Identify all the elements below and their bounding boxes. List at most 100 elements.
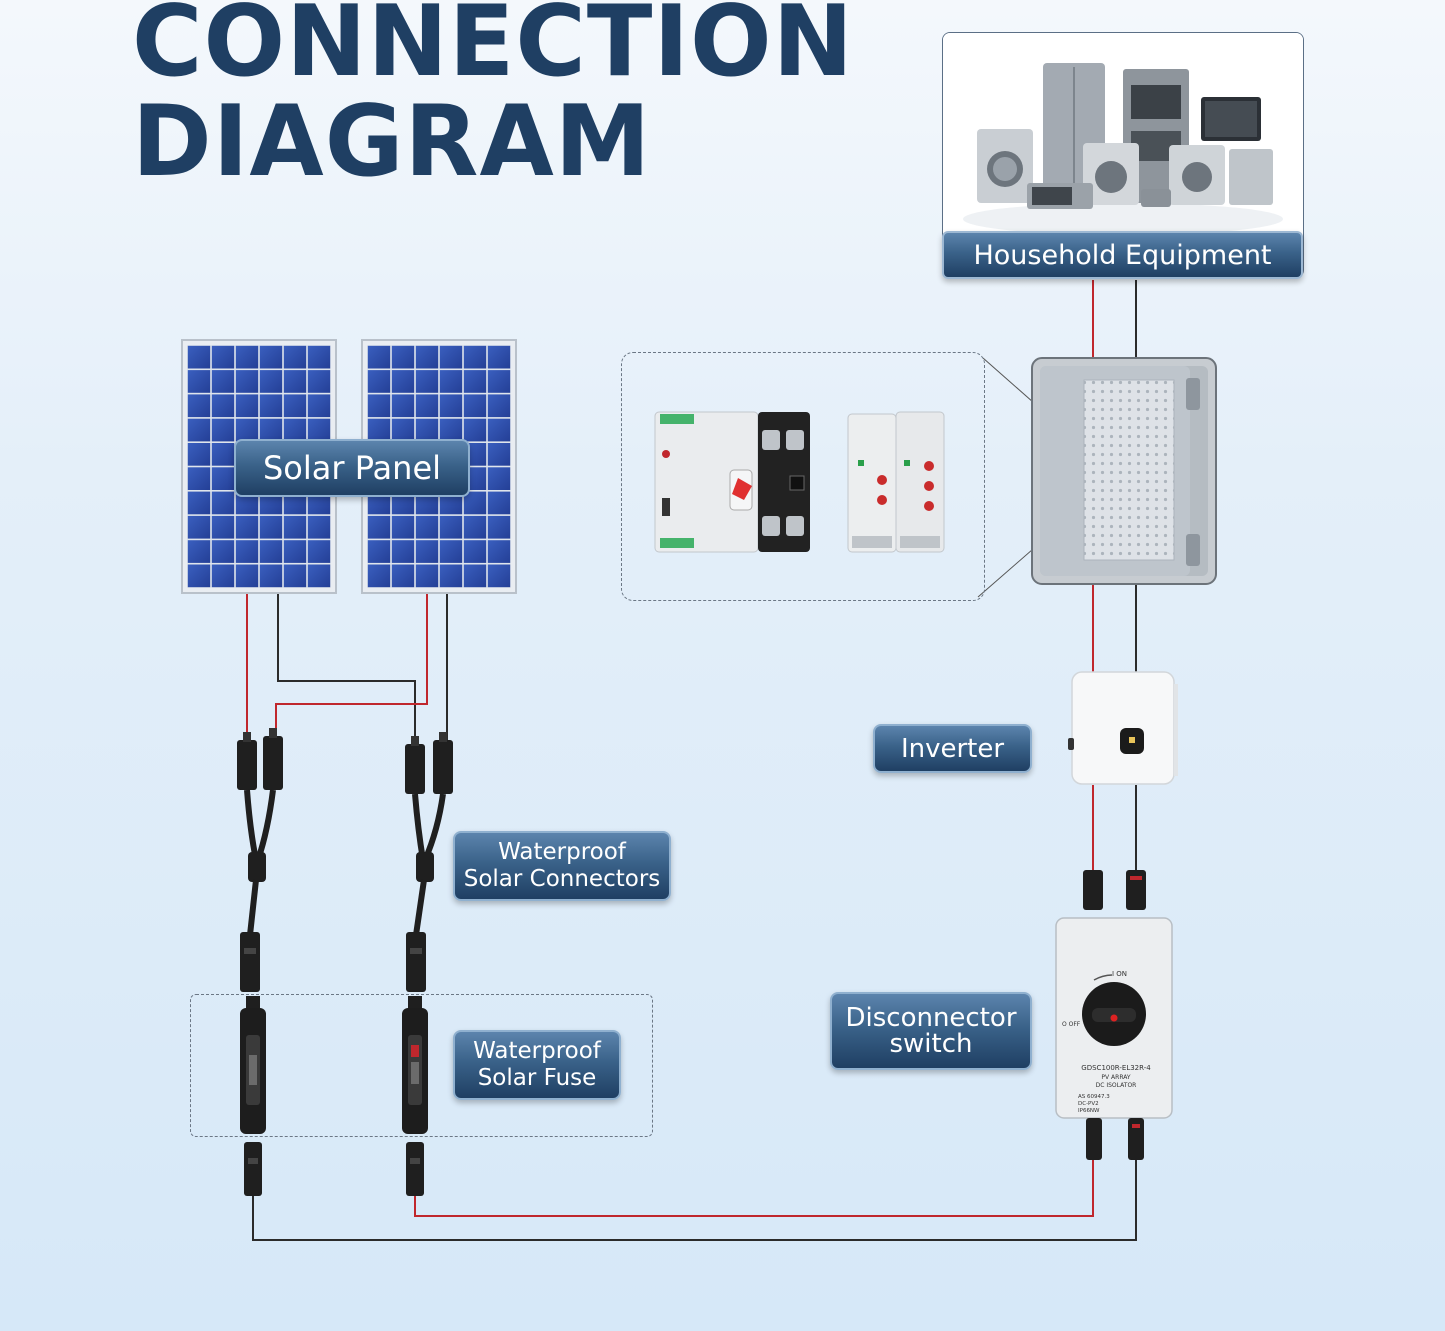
solar-cell (259, 418, 283, 442)
solar-cell (211, 491, 235, 515)
solar-cell (259, 564, 283, 588)
inverter-label: Inverter (873, 724, 1032, 773)
solar-cell (235, 491, 259, 515)
solar-cell (235, 515, 259, 539)
solar-cell (391, 394, 415, 418)
solar-cell (487, 540, 511, 563)
solar-cell (439, 418, 463, 442)
solar-cell (463, 394, 487, 418)
solar-cell (187, 491, 211, 515)
solar-cell (259, 345, 283, 369)
solar-cell (307, 491, 331, 515)
solar-cell (391, 564, 415, 588)
disconnector-switch-label: Disconnector switch (830, 992, 1032, 1070)
solar-cell (487, 515, 511, 539)
components-detail-box (621, 352, 985, 601)
wire-bottom-positive (414, 1160, 1094, 1217)
solar-cell (259, 540, 283, 563)
solar-fuse-line-1: Waterproof (473, 1038, 601, 1064)
fuse-left (240, 996, 266, 1196)
disconnector-line-2: switch (889, 1029, 973, 1059)
solar-cell (367, 540, 391, 563)
solar-cell (187, 467, 211, 490)
household-equipment-text: Household Equipment (973, 239, 1272, 271)
solar-cell (211, 443, 235, 466)
wire-bottom-negative (252, 1160, 1137, 1241)
wire-panel2-positive (275, 594, 428, 745)
solar-cell (307, 370, 331, 393)
solar-cell (463, 564, 487, 588)
solar-cell (439, 564, 463, 588)
solar-cell (463, 418, 487, 442)
solar-cell (415, 394, 439, 418)
solar-cell (211, 515, 235, 539)
solar-cell (487, 370, 511, 393)
solar-cell (259, 370, 283, 393)
solar-cell (487, 418, 511, 442)
solar-cell (187, 540, 211, 563)
solar-cell (439, 345, 463, 369)
solar-cell (487, 394, 511, 418)
switch-off-text: O OFF (1062, 1021, 1081, 1028)
solar-cell (391, 540, 415, 563)
solar-cell (211, 564, 235, 588)
solar-cell (235, 345, 259, 369)
solar-cell (391, 345, 415, 369)
solar-connectors-line-2: Solar Connectors (463, 866, 661, 892)
solar-cell (367, 564, 391, 588)
solar-cell (211, 418, 235, 442)
solar-cell (283, 515, 307, 539)
solar-cell (187, 345, 211, 369)
solar-connectors-line-1: Waterproof (498, 839, 626, 865)
solar-cell (259, 515, 283, 539)
solar-cell (487, 345, 511, 369)
electrical-enclosure (1031, 357, 1217, 585)
solar-cell (487, 443, 511, 466)
solar-connectors-label: Waterproof Solar Connectors (453, 831, 671, 901)
solar-cell (463, 540, 487, 563)
solar-cell (283, 345, 307, 369)
solar-cell (367, 370, 391, 393)
inverter-text: Inverter (900, 733, 1005, 764)
title-line-1: CONNECTION (132, 0, 855, 99)
solar-cell (307, 418, 331, 442)
solar-cell (283, 394, 307, 418)
solar-cell (211, 467, 235, 490)
solar-cell (235, 540, 259, 563)
solar-cell (235, 394, 259, 418)
solar-cell (487, 564, 511, 588)
solar-cell (307, 394, 331, 418)
solar-cell (463, 345, 487, 369)
solar-cell (439, 370, 463, 393)
switch-spec2-text: DC-PV2 (1078, 1101, 1099, 1107)
solar-cell (235, 370, 259, 393)
solar-cell (415, 491, 439, 515)
solar-cell (307, 515, 331, 539)
switch-spec3-text: IP66NW (1078, 1108, 1100, 1114)
solar-cell (235, 564, 259, 588)
solar-cell (463, 370, 487, 393)
voltage-relay-modules (847, 411, 945, 553)
disconnector-line-1: Disconnector (845, 1003, 1017, 1033)
solar-cell (187, 418, 211, 442)
solar-cell (463, 515, 487, 539)
switch-model-text: GDSC100R-EL32R-4 (1081, 1064, 1151, 1072)
solar-cell (439, 491, 463, 515)
disconnector-device (1055, 870, 1173, 1160)
solar-cell (307, 540, 331, 563)
fuse-group-box (190, 994, 653, 1137)
solar-cell (367, 394, 391, 418)
solar-panel-label: Solar Panel (234, 439, 470, 497)
solar-cell (439, 515, 463, 539)
solar-cell (367, 418, 391, 442)
solar-cell (283, 491, 307, 515)
switch-spec1-text: AS 60947.3 (1078, 1094, 1110, 1100)
solar-cell (367, 491, 391, 515)
solar-cell (283, 370, 307, 393)
solar-cell (439, 540, 463, 563)
solar-cell (487, 467, 511, 490)
switch-on-text: I ON (1112, 970, 1127, 978)
transfer-switch-module (654, 411, 810, 553)
solar-cell (415, 345, 439, 369)
switch-type2-text: DC ISOLATOR (1096, 1082, 1137, 1089)
